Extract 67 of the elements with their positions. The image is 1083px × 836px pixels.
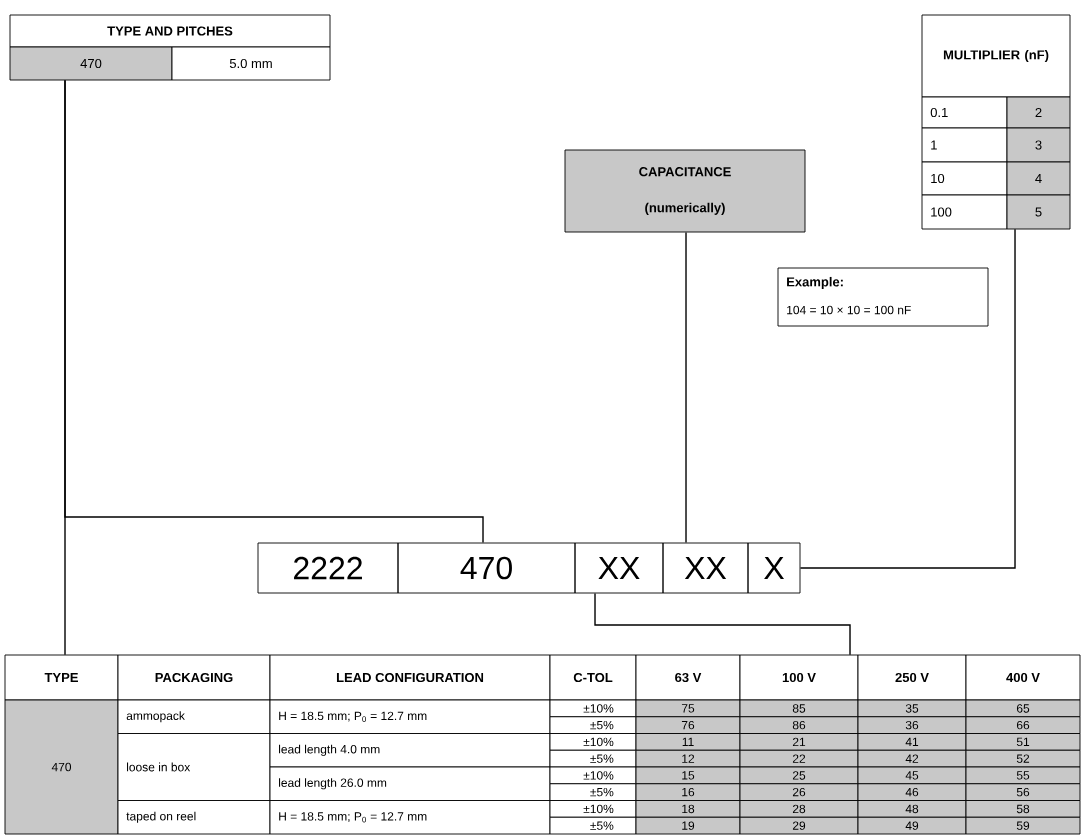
table-cell: 66: [965, 716, 1081, 734]
table-cell: 2: [1006, 96, 1071, 129]
table-cell: 45: [857, 766, 967, 785]
table-cell: ±10%: [549, 733, 637, 751]
table-cell: ±5%: [549, 816, 637, 835]
table-cell: 3: [1006, 127, 1071, 163]
table-cell: 21: [739, 733, 859, 751]
table-header: 250 V: [857, 654, 967, 701]
table-header: 63 V: [635, 654, 741, 701]
table-cell: 100: [921, 194, 1008, 230]
table-cell: 19: [635, 816, 741, 835]
table-header: TYPE AND PITCHES: [9, 14, 331, 48]
table-cell: 16: [635, 783, 741, 801]
connector-line: [799, 228, 1016, 569]
table-cell: 86: [739, 716, 859, 734]
table-cell: ±5%: [549, 716, 637, 734]
connector-line: [685, 231, 687, 544]
table-cell: 46: [857, 783, 967, 801]
table-header: TYPE: [4, 654, 119, 701]
table-cell: 51: [965, 733, 1081, 751]
table-header: PACKAGING: [117, 654, 271, 701]
table-cell: 5: [1006, 194, 1071, 230]
table-cell: 11: [635, 733, 741, 751]
table-header: 100 V: [739, 654, 859, 701]
table-cell: 76: [635, 716, 741, 734]
table-cell: ±10%: [549, 800, 637, 818]
table-cell: 59: [965, 816, 1081, 835]
table-cell: 18: [635, 800, 741, 818]
table-cell: ammopack: [117, 699, 271, 734]
table-cell: 55: [965, 766, 1081, 785]
table-cell: 25: [739, 766, 859, 785]
table-cell: ±10%: [549, 699, 637, 718]
table-cell: 10: [921, 161, 1008, 196]
table-cell: 470: [9, 46, 173, 81]
label-box: CAPACITANCE (numerically): [564, 149, 806, 233]
example-box: Example: 104 = 10 × 10 = 100 nF: [777, 267, 989, 327]
table-cell: 4: [1006, 161, 1071, 196]
table-cell: 58: [965, 800, 1081, 818]
table-cell: ±10%: [549, 766, 637, 785]
table-cell: 26: [739, 783, 859, 801]
table-cell: 35: [857, 699, 967, 718]
table-cell: 56: [965, 783, 1081, 801]
code-box: XX: [662, 542, 749, 594]
table-cell: taped on reel: [117, 800, 271, 835]
table-cell: 85: [739, 699, 859, 718]
table-cell: 36: [857, 716, 967, 734]
connector-line: [64, 79, 66, 656]
connector-line: [594, 592, 851, 656]
table-cell: 29: [739, 816, 859, 835]
code-box: XX: [574, 542, 664, 594]
table-cell: loose in box: [117, 733, 271, 801]
table-cell: 75: [635, 699, 741, 718]
code-box: 470: [397, 542, 576, 594]
table-cell: 1: [921, 127, 1008, 163]
table-cell: 65: [965, 699, 1081, 718]
code-box: 2222: [257, 542, 399, 594]
table-cell: 470: [4, 699, 119, 835]
table-cell: 41: [857, 733, 967, 751]
table-cell: 0.1: [921, 96, 1008, 129]
table-cell: ±5%: [549, 783, 637, 801]
table-cell: 5.0 mm: [171, 46, 331, 81]
table-cell: 49: [857, 816, 967, 835]
table-cell: 28: [739, 800, 859, 818]
table-cell: 48: [857, 800, 967, 818]
table-cell: 15: [635, 766, 741, 785]
code-box: X: [747, 542, 801, 594]
table-header: 400 V: [965, 654, 1081, 701]
